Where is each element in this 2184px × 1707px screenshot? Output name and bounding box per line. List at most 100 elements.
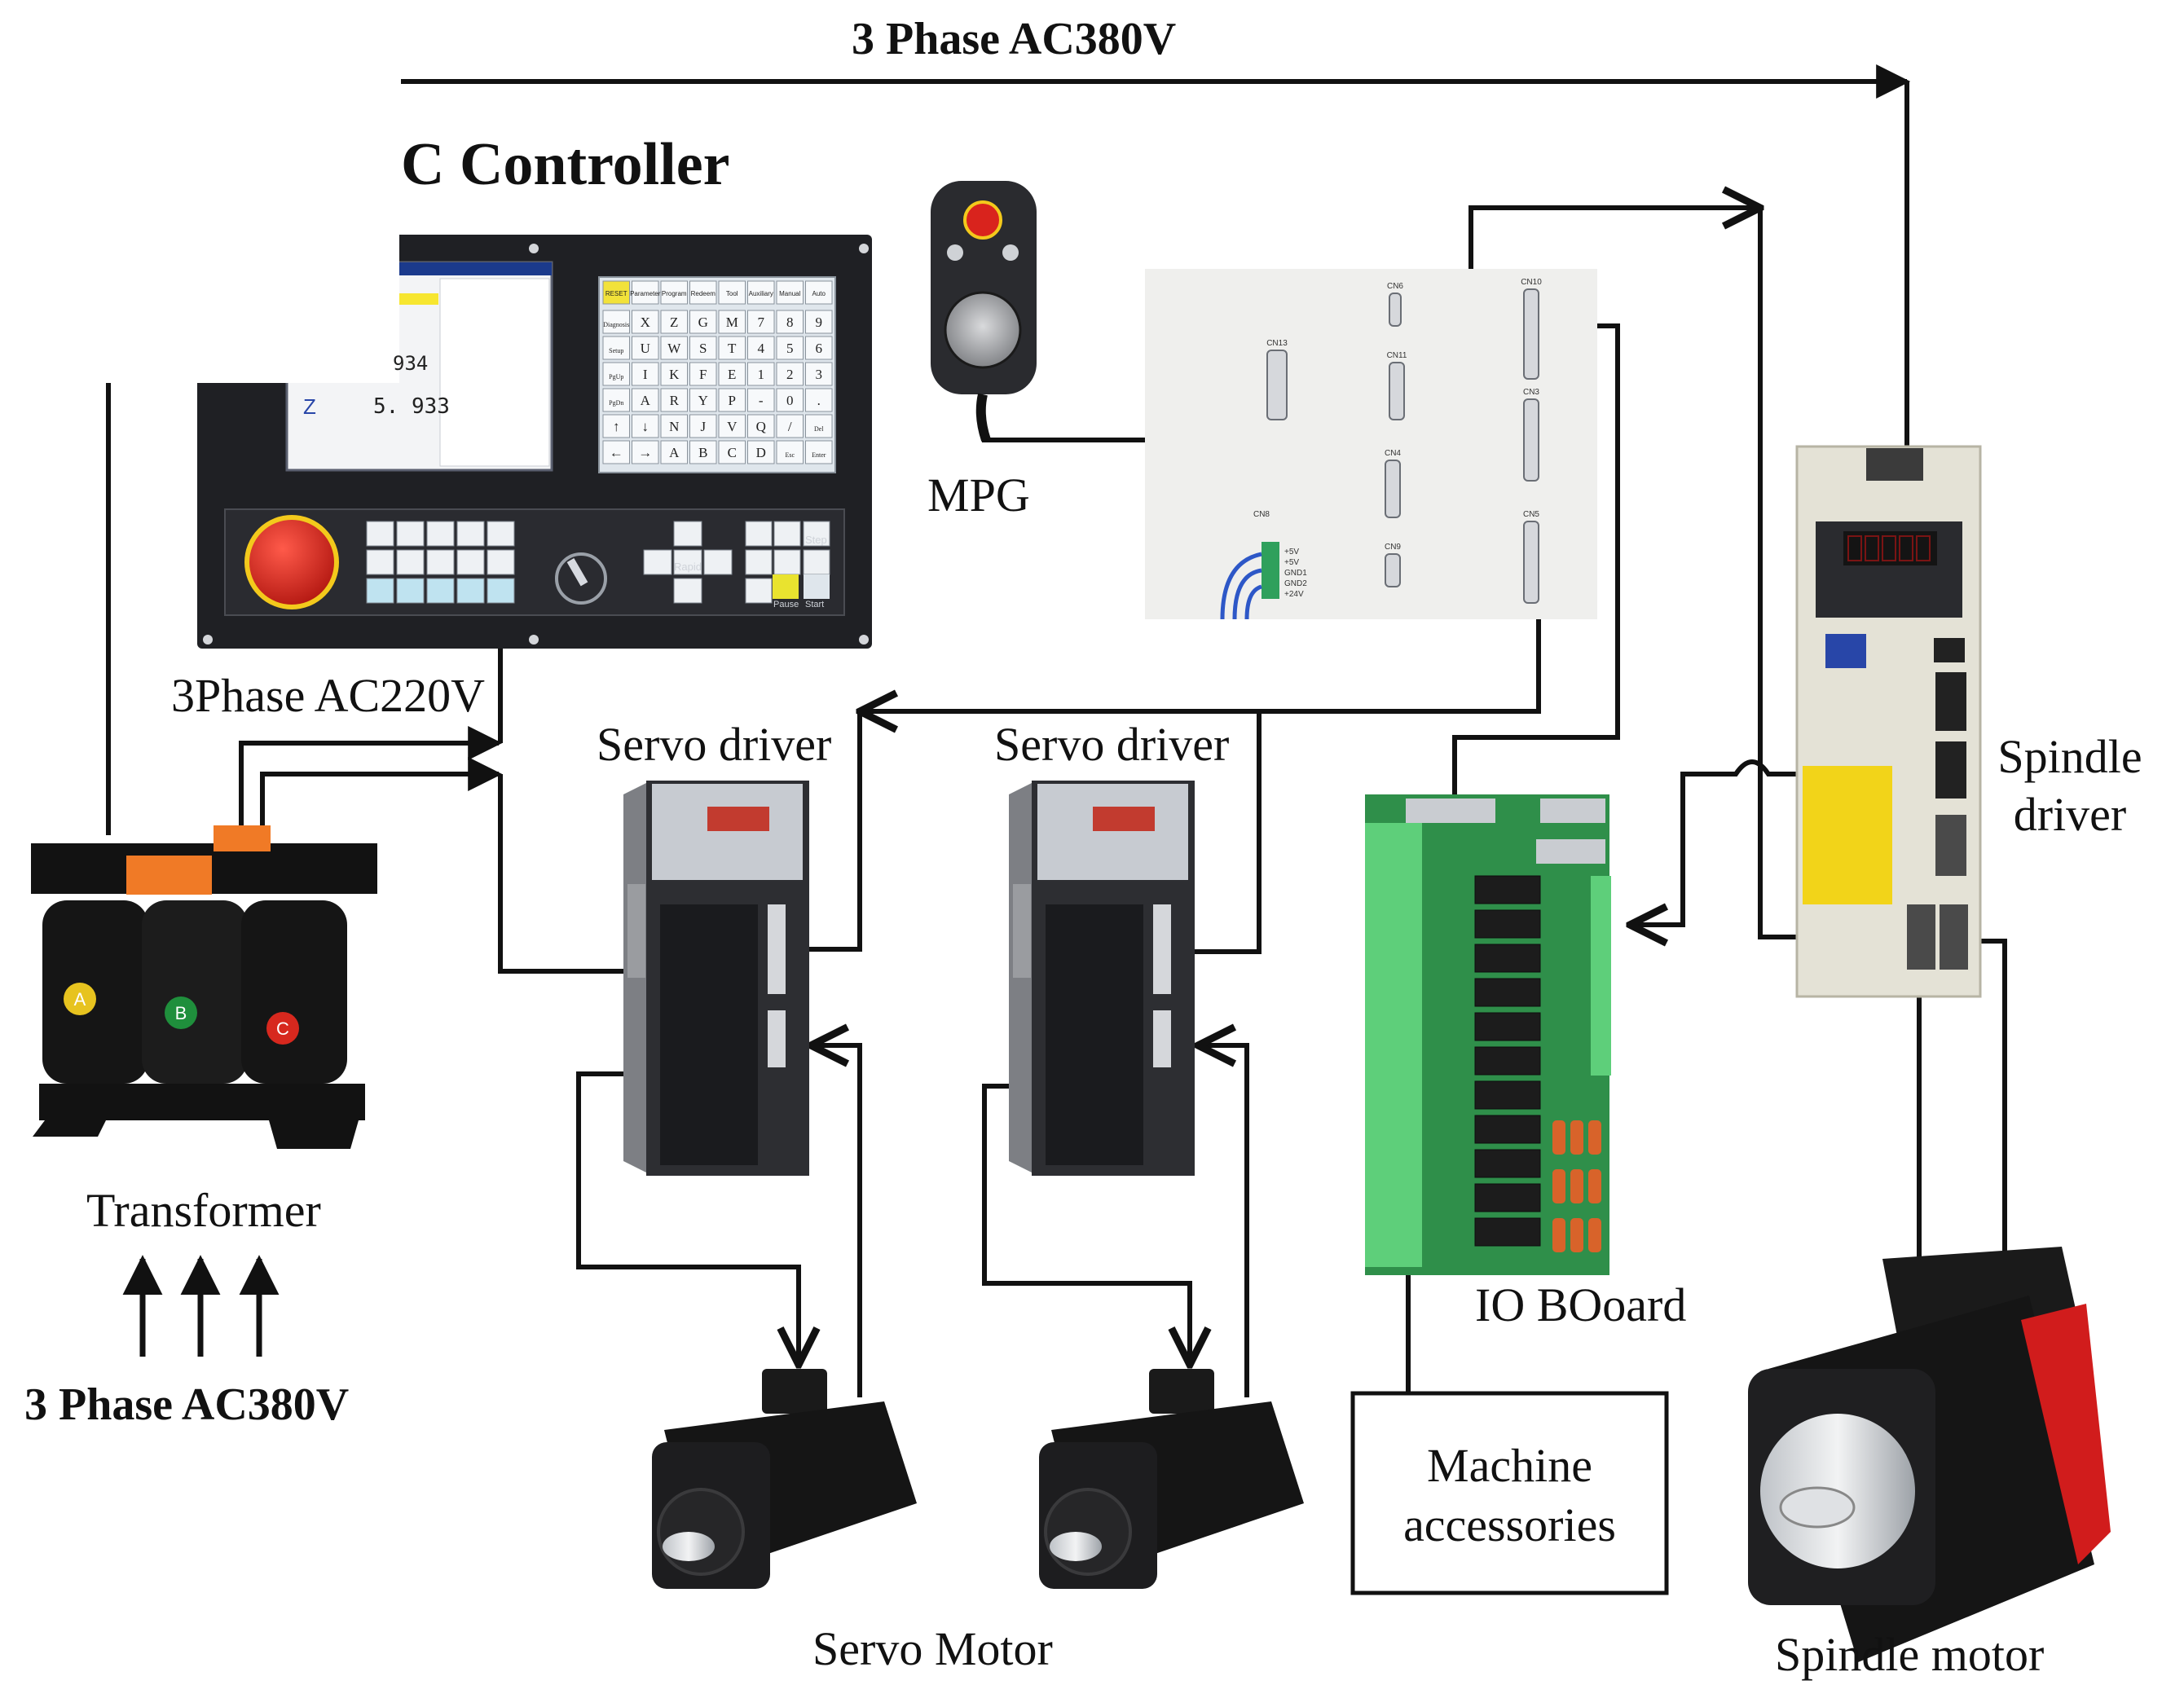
mpg-selector-right — [1002, 244, 1019, 261]
io-board — [1365, 794, 1611, 1275]
capacitor — [1588, 1120, 1601, 1155]
ac220-label: 3Phase AC220V — [171, 669, 486, 722]
io-board-db-connector-2 — [1540, 799, 1605, 823]
relay — [1474, 1115, 1541, 1144]
panel-screw — [529, 244, 539, 253]
panel-screw — [859, 244, 869, 253]
keypad-key — [747, 414, 775, 438]
cn8-wires — [1220, 552, 1262, 620]
spindle-driver-port-4 — [1935, 815, 1966, 876]
keypad-key-label: F — [699, 367, 707, 382]
input-arrows — [122, 1255, 280, 1357]
cn8-terminal-block — [1262, 542, 1279, 599]
step-label: Step — [805, 534, 827, 546]
mode-key — [456, 521, 485, 547]
servo-driver-1-label: Servo driver — [597, 718, 832, 771]
keypad-key-label: A — [641, 393, 651, 408]
jog-key — [673, 521, 702, 547]
mode-key — [487, 578, 515, 604]
keypad-key-label: ← — [610, 445, 623, 460]
mode-key — [426, 549, 455, 575]
keypad-key — [660, 388, 688, 412]
function-key — [745, 521, 773, 547]
connector-panel-plate — [1145, 269, 1597, 619]
servo-motor-label: Servo Motor — [812, 1622, 1053, 1675]
keypad-key-label: 1 — [758, 367, 765, 382]
spindle-driver-port-6 — [1940, 904, 1968, 970]
jog-key — [703, 549, 733, 575]
spindle-motor-shaft — [1779, 1486, 1856, 1529]
mode-key — [396, 578, 425, 604]
servo2-feedback-line — [1198, 1045, 1249, 1397]
function-key — [773, 549, 801, 575]
spindle-motor — [1748, 1247, 2111, 1662]
connector-label: CN8 — [1253, 510, 1270, 519]
connector-label: CN13 — [1266, 339, 1288, 348]
servo-motor-1-shaft — [663, 1532, 715, 1561]
spindle-driver-port-2 — [1935, 672, 1966, 731]
keypad-key-label: PgUp — [609, 373, 623, 381]
mode-key — [366, 578, 394, 604]
relay — [1474, 1149, 1541, 1178]
relay — [1474, 1217, 1541, 1247]
keypad-key-label: G — [698, 315, 708, 330]
spindle-driver — [1795, 445, 1982, 998]
keypad-key-label: J — [700, 419, 706, 434]
keypad-key-label: Setup — [609, 347, 623, 354]
spindle-motor-red-cover — [2021, 1304, 2111, 1564]
keypad-func-key-label: Redeem — [691, 290, 716, 297]
cn8-pin-label: +5V — [1284, 548, 1299, 557]
mpg-handwheel — [931, 181, 1037, 442]
capacitor — [1552, 1218, 1565, 1252]
keypad-key-label: 6 — [816, 341, 823, 356]
servo-driver-2-display — [1093, 807, 1155, 831]
keypad-key-label: R — [670, 393, 680, 408]
keypad-key — [660, 414, 688, 438]
keypad-key-label: I — [643, 367, 648, 382]
phase-a-letter: A — [74, 989, 86, 1010]
io-relays — [1474, 875, 1541, 1247]
keypad-key — [718, 440, 746, 464]
keypad-key-label: 4 — [758, 341, 765, 356]
spindle-driver-blue-label — [1825, 634, 1866, 668]
servo-motor-2-face — [1044, 1488, 1132, 1576]
mpg-selector-left — [947, 244, 963, 261]
servo-driver-2-connector-cn2 — [1153, 1010, 1171, 1067]
servo1-power-line — [576, 1071, 799, 1365]
servo-driver-1-front — [660, 904, 758, 1165]
cn8-pin-label: GND1 — [1284, 569, 1307, 578]
keypad-key-label: 8 — [786, 315, 794, 330]
servo-motor-1-connector — [762, 1369, 827, 1414]
keypad-func-key — [718, 280, 746, 305]
keypad-key-label: A — [669, 445, 680, 460]
keypad-key-label: K — [669, 367, 680, 382]
keypad-key-label: 9 — [816, 315, 823, 330]
connector-label: CN6 — [1387, 282, 1403, 291]
ac380-bottom-label: 3 Phase AC380V — [24, 1379, 350, 1430]
rapid-label: Rapid — [674, 561, 702, 573]
relay — [1474, 1046, 1541, 1076]
machine-accessories-label-line2: accessories — [1403, 1498, 1616, 1551]
display-digit — [1865, 535, 1879, 561]
io-board-terminal-right — [1591, 876, 1611, 1076]
function-key — [773, 521, 801, 547]
spindle-driver-label-line1: Spindle — [1997, 730, 2142, 783]
keypad-key-label: 3 — [816, 367, 823, 382]
keypad-key — [689, 336, 717, 360]
keypad-key-label: / — [788, 419, 792, 434]
keypad-func-key-label: Parameter — [630, 290, 661, 297]
mode-key — [487, 549, 515, 575]
keypad-key-label: D — [756, 445, 766, 460]
keypad-func-key-label: Manual — [779, 290, 800, 297]
keypad-key — [602, 440, 630, 464]
db-connector — [1523, 398, 1539, 482]
keypad-key — [805, 310, 833, 334]
keypad-key-label: Y — [698, 393, 708, 408]
keypad-func-key-label: Program — [662, 290, 687, 297]
transformer-ac220-line-1 — [239, 726, 503, 835]
keypad-key-label: B — [698, 445, 707, 460]
connector-label: CN4 — [1385, 449, 1401, 458]
